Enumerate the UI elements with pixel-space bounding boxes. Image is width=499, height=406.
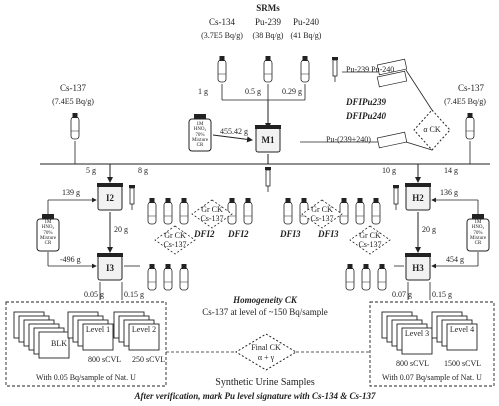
synthetic-urine-label: Synthetic Urine Samples [215, 377, 315, 388]
dfi-label-2: DFI2 [228, 229, 249, 239]
cs137-left-name: Cs-137 [59, 83, 86, 93]
final-ck-line2: α + γ [257, 353, 275, 362]
level3-left-a: 0.05 g [84, 290, 104, 299]
dfi-pu239plus240-label: Pu-(239+240) [326, 135, 371, 144]
lower-left-vials [147, 263, 189, 291]
m1-mass: 455.42 g [220, 127, 248, 136]
gr-ck-diamond-1 [191, 199, 233, 229]
left-sample-stacks [13, 311, 160, 359]
srm-pu240-name: Pu-240 [292, 17, 319, 27]
srm-vial-pu240 [300, 55, 310, 83]
gr-ck-3-line2: Cs-137 [163, 240, 187, 249]
srms-title: SRMs [256, 3, 280, 13]
left-card-label-blk: BLK [51, 339, 67, 348]
dfi-pu239-label: DFIPu239 [346, 97, 387, 107]
level2-left-top-mass: 5 g [86, 166, 96, 175]
left-sample-group-box [5, 301, 167, 387]
gr-ck-2-line1: Gr CK [311, 205, 333, 214]
gr-ck-diamond-4 [349, 225, 391, 255]
final-ck-line1: Final CK [251, 343, 281, 352]
level3-right-mass: 454 g [446, 255, 464, 264]
final-ck-diamond [235, 333, 297, 371]
level2-top-mass3: 14 g [444, 166, 458, 175]
dfi2-vials-center [227, 197, 253, 225]
level3-right-a: 0.07 g [392, 290, 412, 299]
level2-right-mass: 136 g [440, 188, 458, 197]
cs137-left-bottle [70, 112, 80, 140]
alpha-ck-label: α CK [423, 125, 441, 134]
dfi-pu240-label: DFIPu240 [346, 111, 387, 121]
footer-note: After verification, mark Pu level signat… [134, 391, 376, 401]
level3-left-b: 0.15 g [124, 290, 144, 299]
gr-ck-4-line2: Cs-137 [358, 240, 382, 249]
dfi-label-3: DFI3 [280, 229, 301, 239]
left-card-label-2: Level 2 [131, 325, 157, 334]
dfi-label-4: DFI3 [318, 229, 339, 239]
gr-ck-2-line2: Cs-137 [310, 214, 334, 223]
gr-ck-3-line1: Gr CK [164, 231, 186, 240]
level2-left-mass: 139 g [62, 188, 80, 197]
left-volume-2: 250 sCVL [132, 355, 166, 364]
acid-bottle-right-label: 1M HNO₃ 70% Mixture CR [469, 220, 487, 246]
gr-ck-1-line2: Cs-137 [200, 214, 224, 223]
cs137-right-name: Cs-137 [457, 83, 484, 93]
cs137-right-activity: (7.4E5 Bq/g) [444, 97, 486, 106]
gr-ck-4-line1: Gr CK [359, 231, 381, 240]
srm-vial-pu239 [263, 55, 273, 83]
srm-pu239-activity: (38 Bq/g) [252, 31, 284, 40]
dfi-pu239-240-label: Pu-239 Pu-240 [346, 65, 395, 74]
dfi-label-1: DFI2 [194, 229, 215, 239]
acid-bottle-m1-label: 1M HNO₃ 70% Mixture CR [191, 122, 209, 148]
dfi-pu-tubes [376, 58, 408, 149]
srm-vial-cs134 [217, 55, 227, 83]
gr-ck-1-line1: Gr CK [201, 205, 223, 214]
level2-top-mass2: 8 g [138, 166, 148, 175]
acid-bottle-left-label: 1M HNO₃ 70% Mixture CR [39, 220, 57, 246]
srm-pu239-name: Pu-239 [254, 17, 281, 27]
homogeneity-line: Cs-137 at level of ~150 Bq/sample [202, 307, 328, 317]
left-group-caption: With 0.05 Bq/sample of Nat. U [36, 373, 136, 382]
level2-right-down-mass: 20 g [422, 225, 436, 234]
syringe-icon [331, 56, 339, 83]
srm-cs134-name: Cs-134 [208, 17, 235, 27]
cs137-left-activity: (7.4E5 Bq/g) [52, 97, 94, 106]
srm-mass-1: 1 g [198, 87, 208, 96]
srm-cs134-activity: (3.7E5 Bq/g) [201, 31, 243, 40]
level2-right-top-mass: 10 g [382, 166, 396, 175]
left-volume-1: 800 sCVL [88, 355, 122, 364]
right-sample-group-box [369, 301, 495, 387]
homogeneity-title: Homogeneity CK [233, 295, 297, 305]
m1-label: M1 [261, 135, 275, 145]
gr-ck-diamond-2 [301, 199, 343, 229]
right-group-caption: With 0.07 Bq/sample of Nat. U [382, 373, 482, 382]
level3-left-mass: -496 g [60, 255, 81, 264]
srm-mass-3: 0.29 g [282, 87, 302, 96]
level2-left-down-mass: 20 g [114, 225, 128, 234]
left-card-label-1: Level 1 [85, 325, 111, 334]
cs137-right-bottle [465, 112, 475, 140]
right-volume-1: 800 sCVL [396, 359, 430, 368]
center-syringe-icon [264, 166, 272, 193]
dfi2-vials-left [147, 197, 189, 225]
srm-pu240-activity: (41 Bq/g) [290, 31, 322, 40]
right-card-label-4: Level 4 [449, 325, 475, 334]
right-card-label-3: Level 3 [404, 329, 430, 338]
dfi3-vials-right [339, 197, 381, 225]
level3-right-b: 0.15 g [432, 290, 452, 299]
gr-ck-diamond-3 [154, 225, 196, 255]
srm-mass-2: 0.5 g [245, 87, 261, 96]
i2-label: I2 [105, 193, 114, 203]
h2-label: H2 [412, 193, 424, 203]
right-volume-2: 1500 sCVL [444, 359, 482, 368]
i3-label: I3 [105, 263, 114, 273]
h3-label: H3 [412, 263, 424, 273]
lower-right-vials [345, 263, 387, 291]
